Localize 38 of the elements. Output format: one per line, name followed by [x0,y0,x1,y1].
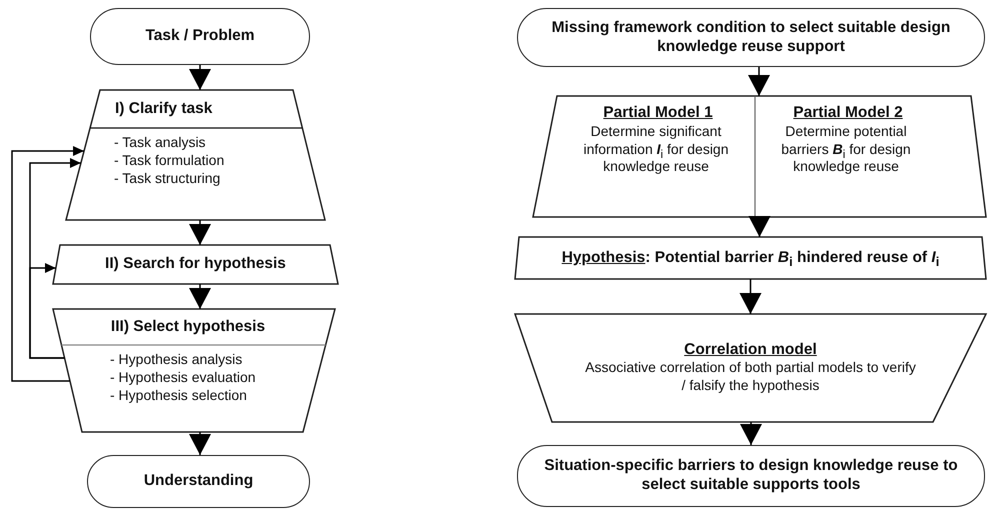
arrow [189,432,211,455]
list-item: - Hypothesis selection [109,386,248,405]
arrow [29,263,65,359]
box-text: Missing framework condition to select suitable design knowledge reuse support [550,18,952,56]
list-item: - Hypothesis evaluation [109,368,257,387]
list-item: - Hypothesis analysis [109,351,244,369]
box-heading: III) Select hypothesis [110,318,266,336]
terminal-box [517,445,985,507]
box-heading: I) Clarify task [114,100,214,118]
process-box [53,309,335,432]
process-box [515,237,986,279]
arrow [11,146,84,382]
box-text: Determine significant information I$_{i}$ for design knowledge reuse [582,122,730,176]
list-item: - Task analysis [113,134,207,152]
arrow [740,279,762,314]
terminal-box [87,455,310,508]
box-heading: Partial Model 2 [792,104,904,123]
box-text: Associative correlation of both partial models to verify / falsify the hypothesis [584,359,917,396]
process-box [66,90,325,220]
process-box [533,96,986,217]
box-text: Situation-specific barriers to design knowledge reuse to select suitable supports tools [543,457,959,495]
box-heading: Correlation model [683,340,818,360]
arrow [748,216,770,237]
list-item: - Task structuring [113,170,222,188]
box-text: Task / Problem [144,27,256,46]
list-item: - Task formulation [113,152,226,170]
box-heading: Partial Model 1 [602,104,714,123]
box-text: Understanding [142,472,254,491]
box-text: Determine potential barriers B$_{i}$ for design knowledge reuse [780,122,912,176]
arrow [189,65,211,90]
arrow [740,422,762,445]
box-text: Hypothesis: Potential barrier B$_{i}$ hindered reuse of I$_{i}$ [560,249,940,267]
arrow [189,220,211,245]
arrow [189,284,211,309]
arrow [748,67,770,96]
box-text: II) Search for hypothesis [104,255,287,274]
process-box [53,245,338,284]
process-box [515,314,986,422]
